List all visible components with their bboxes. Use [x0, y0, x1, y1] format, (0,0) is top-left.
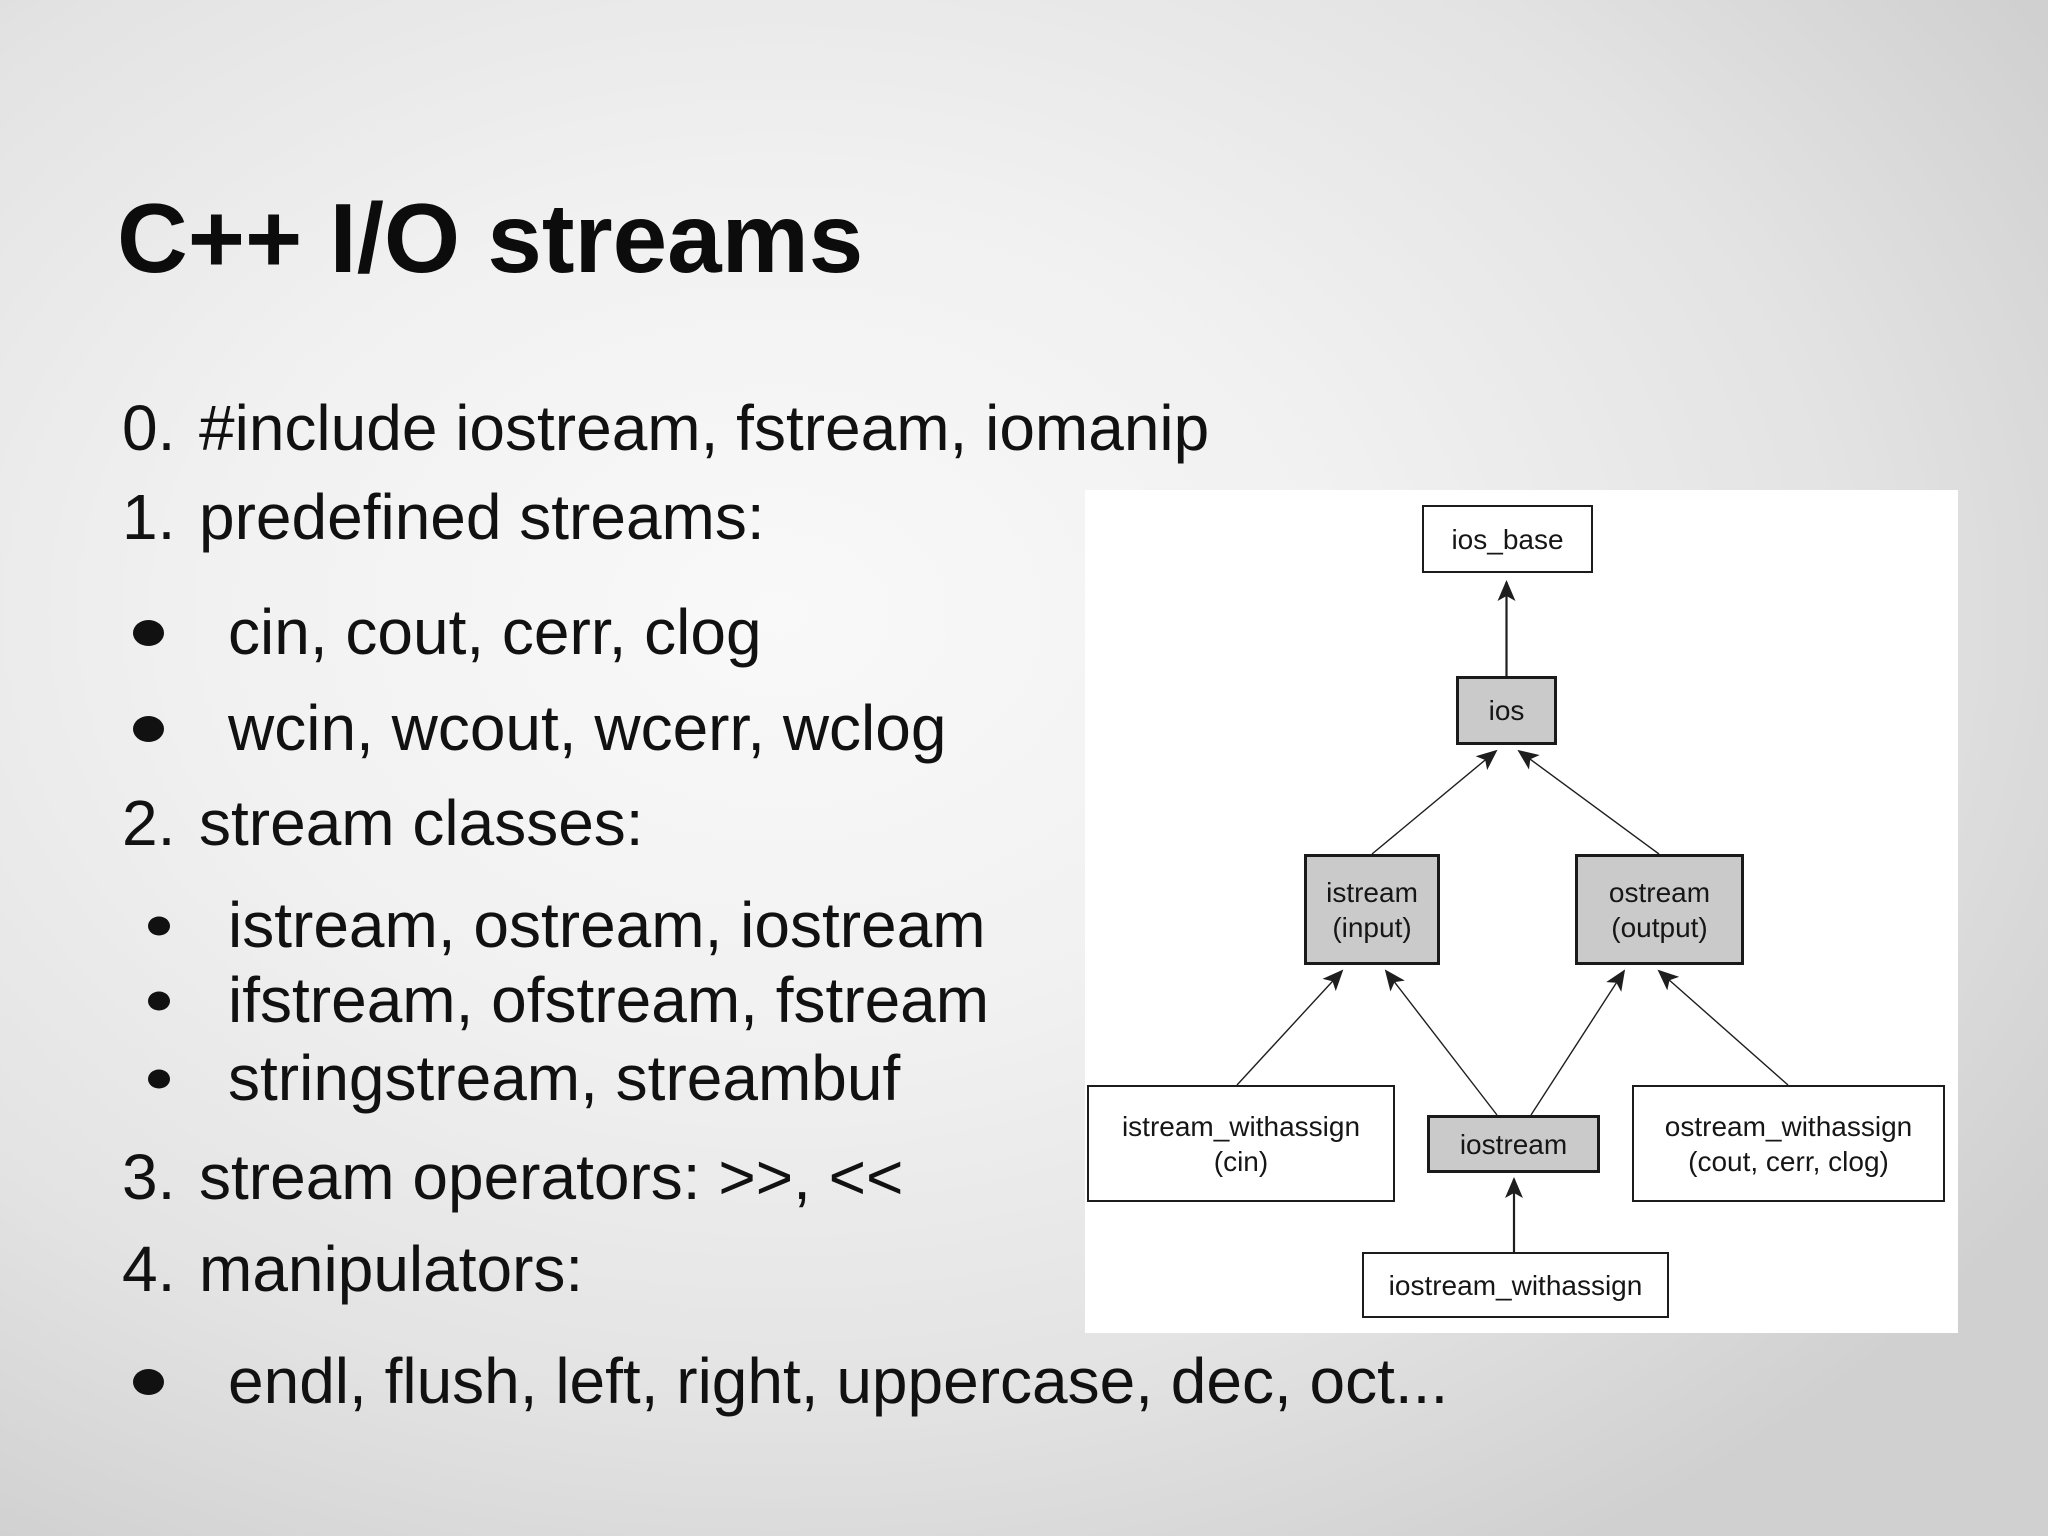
- list-item-bullet: endl, flush, left, right, uppercase, dec…: [122, 1343, 1448, 1420]
- list-item-bullet: stringstream, streambuf: [122, 1040, 900, 1117]
- list-item-text: #include iostream, fstream, iomanip: [199, 392, 1210, 464]
- bullet-icon: [133, 1368, 164, 1395]
- inheritance-arrow-istream-to-ios: [1371, 749, 1498, 855]
- class-node-label: iostream_withassign: [1388, 1269, 1643, 1301]
- class-node-label: (cin): [1213, 1145, 1269, 1177]
- list-item-number: 4.: [122, 1233, 176, 1305]
- list-item-text: istream, ostream, iostream: [228, 889, 986, 961]
- class-node-label: ostream: [1608, 876, 1711, 908]
- list-item-bullet: cin, cout, cerr, clog: [122, 594, 762, 671]
- list-item-numbered: 2. stream classes:: [122, 785, 644, 862]
- list-item-number: 3.: [122, 1141, 176, 1213]
- list-item-text: stringstream, streambuf: [228, 1042, 901, 1114]
- class-node-ostream_withassign: ostream_withassign(cout, cerr, clog): [1632, 1085, 1945, 1202]
- list-item-numbered: 0. #include iostream, fstream, iomanip: [122, 390, 1209, 467]
- list-item-bullet: ifstream, ofstream, fstream: [122, 962, 989, 1039]
- class-node-label: (input): [1332, 911, 1412, 943]
- class-node-ostream: ostream(output): [1575, 854, 1744, 965]
- inheritance-arrow-ostream_withassign-to-ostream: [1657, 969, 1789, 1086]
- list-item-number: 2.: [122, 787, 176, 859]
- list-item-bullet: istream, ostream, iostream: [122, 887, 986, 964]
- class-node-istream_withassign: istream_withassign(cin): [1087, 1085, 1395, 1202]
- bullet-icon: [148, 991, 170, 1010]
- list-item-text: stream classes:: [199, 787, 644, 859]
- bullet-icon: [133, 715, 164, 742]
- class-node-label: istream: [1326, 876, 1418, 908]
- class-node-istream: istream(input): [1304, 854, 1440, 965]
- class-node-label: istream_withassign: [1121, 1110, 1361, 1142]
- inheritance-arrow-ostream-to-ios: [1517, 749, 1660, 855]
- inheritance-arrows: [1236, 580, 1789, 1252]
- list-item-number: 1.: [122, 481, 176, 553]
- class-node-iostream: iostream: [1427, 1115, 1600, 1173]
- class-node-label: (output): [1611, 911, 1708, 943]
- list-item-numbered: 3. stream operators: >>, <<: [122, 1139, 903, 1216]
- class-node-label: ios_base: [1451, 523, 1564, 555]
- list-item-text: manipulators:: [199, 1233, 584, 1305]
- class-node-label: ostream_withassign: [1664, 1110, 1913, 1142]
- list-item-text: cin, cout, cerr, clog: [228, 596, 762, 668]
- bullet-icon: [148, 1069, 170, 1088]
- list-item-text: ifstream, ofstream, fstream: [228, 964, 990, 1036]
- list-item-number: 0.: [122, 392, 176, 464]
- class-node-label: ios: [1488, 695, 1525, 726]
- list-item-text: endl, flush, left, right, uppercase, dec…: [228, 1345, 1449, 1417]
- list-item-text: stream operators: >>, <<: [199, 1141, 904, 1213]
- list-item-text: predefined streams:: [199, 481, 765, 553]
- bullet-icon: [148, 916, 170, 935]
- list-item-numbered: 4. manipulators:: [122, 1231, 583, 1308]
- inheritance-arrow-iostream-to-ostream: [1530, 969, 1626, 1116]
- list-item-text: wcin, wcout, wcerr, wclog: [228, 692, 947, 764]
- class-node-ios_base: ios_base: [1422, 505, 1593, 573]
- class-node-ios: ios: [1456, 676, 1557, 745]
- inheritance-arrow-iostream-to-istream: [1384, 969, 1498, 1116]
- list-item-numbered: 1. predefined streams:: [122, 479, 765, 556]
- class-node-label: (cout, cerr, clog): [1688, 1145, 1889, 1177]
- inheritance-arrow-istream_withassign-to-istream: [1236, 969, 1344, 1086]
- list-item-bullet: wcin, wcout, wcerr, wclog: [122, 690, 946, 767]
- class-node-iostream_withassign: iostream_withassign: [1362, 1252, 1669, 1318]
- class-node-label: iostream: [1459, 1128, 1568, 1160]
- bullet-icon: [133, 619, 164, 646]
- page-title: C++ I/O streams: [117, 183, 864, 293]
